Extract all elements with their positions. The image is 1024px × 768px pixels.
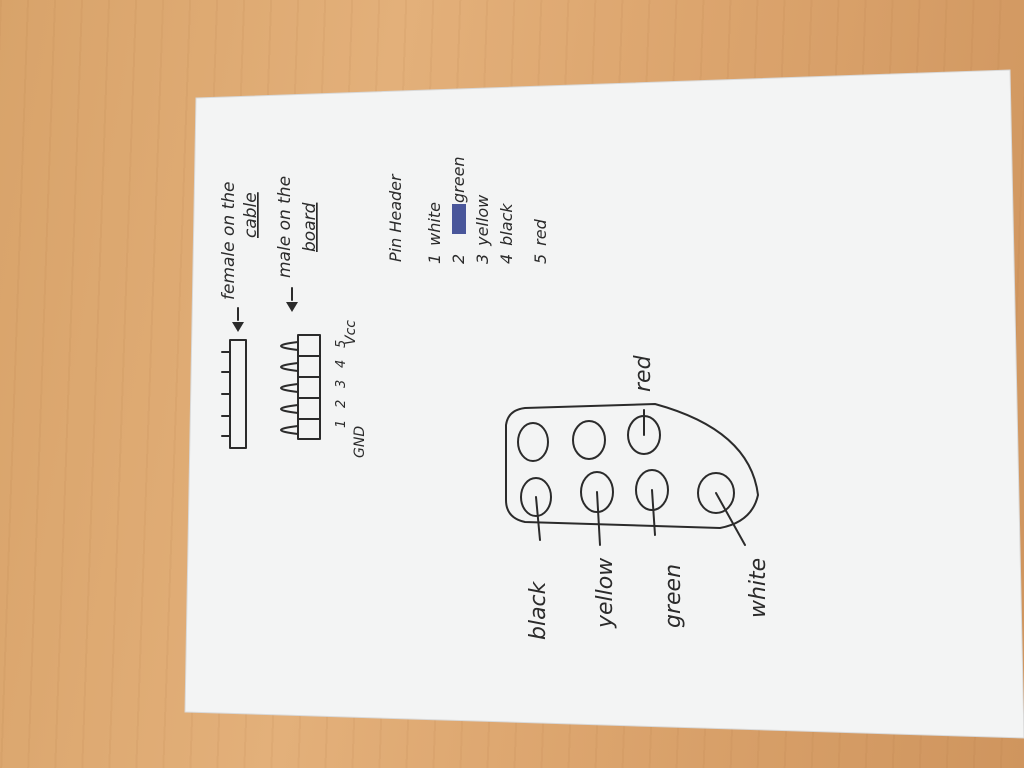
gnd-label: GND bbox=[352, 426, 368, 458]
socket-hole-yellow bbox=[580, 471, 614, 513]
socket-hole-black bbox=[520, 477, 552, 517]
cable-label: cable bbox=[241, 192, 261, 238]
arrow-icon bbox=[232, 307, 244, 332]
pin-header-row-3: 3yellow bbox=[473, 194, 492, 264]
arrow-icon bbox=[286, 287, 298, 312]
socket-hole-white bbox=[697, 472, 735, 514]
vcc-label: Vcc bbox=[343, 320, 359, 345]
socket-label-red: red bbox=[631, 354, 656, 392]
pin-header-title: Pin Header bbox=[386, 173, 405, 262]
pin-header-row-1: 1white bbox=[425, 202, 444, 264]
pin-number: 2 bbox=[334, 400, 349, 408]
pin-header-row-2: 2 green bbox=[449, 156, 468, 264]
paper-sheet bbox=[184, 69, 1024, 739]
board-label: board bbox=[300, 202, 320, 252]
female-header-drawing bbox=[221, 339, 247, 449]
socket-label-black: black bbox=[526, 580, 551, 640]
socket-hole bbox=[572, 420, 606, 460]
pin-number: 3 bbox=[334, 380, 349, 388]
pin-number: 4 bbox=[334, 360, 349, 368]
male-header-drawing bbox=[280, 334, 321, 440]
female-label: female on the bbox=[219, 182, 239, 301]
pin-numbers: 1 2 3 4 5 bbox=[334, 340, 349, 428]
socket-label-white: white bbox=[746, 558, 771, 618]
socket-hole-green bbox=[635, 469, 669, 511]
socket-hole bbox=[517, 422, 549, 462]
pin-header-row-5: 5red bbox=[531, 218, 550, 264]
svg-text:2: 2 bbox=[449, 254, 468, 264]
pin-number: 5 bbox=[334, 340, 349, 348]
pin-header-row-4: 4black bbox=[497, 203, 516, 264]
socket-diagram bbox=[505, 403, 759, 546]
socket-label-yellow: yellow bbox=[593, 557, 618, 629]
socket-outline bbox=[505, 403, 759, 529]
male-label: male on the bbox=[275, 176, 295, 278]
socket-label-green: green bbox=[661, 564, 686, 628]
svg-text:green: green bbox=[449, 156, 468, 203]
pin-number: 1 bbox=[334, 420, 349, 428]
scribble-mark bbox=[452, 204, 466, 234]
